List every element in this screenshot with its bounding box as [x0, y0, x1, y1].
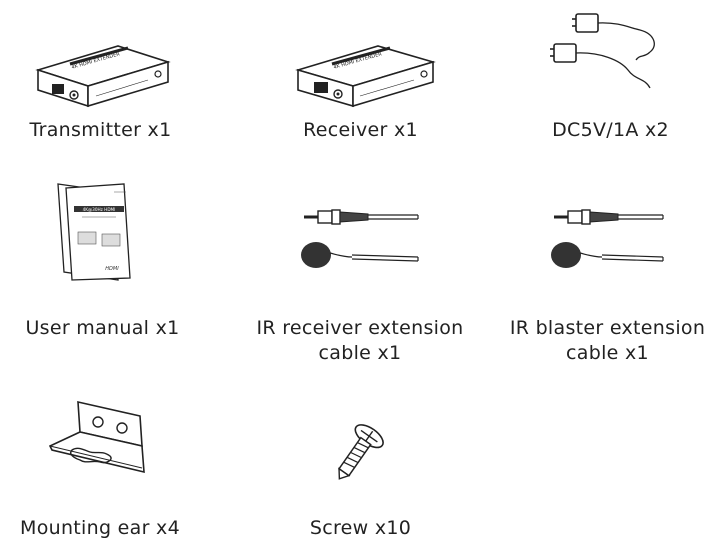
- receiver-caption: Receiver x1: [303, 119, 418, 141]
- power-adapter-icon: [550, 13, 655, 89]
- user-manual-icon: 4K@30Hz HDMI HDMI: [57, 183, 131, 281]
- manual-cover-title: 4K@30Hz HDMI: [83, 207, 116, 212]
- power-adapter-illustration: [540, 8, 680, 98]
- ir-receiver-caption-line1: IR receiver extension: [256, 317, 464, 339]
- power-adapter-caption: DC5V/1A x2: [552, 119, 669, 141]
- ir-blaster-caption-line1: IR blaster extension: [509, 317, 706, 339]
- ir-blaster-caption: IR blaster extension cable x1: [490, 316, 720, 366]
- screw-icon: [337, 424, 384, 480]
- transmitter-caption: Transmitter x1: [29, 119, 172, 141]
- ir-receiver-caption-line2: cable x1: [318, 342, 402, 364]
- transmitter-illustration: 4K HDMI EXTENDER: [18, 40, 183, 110]
- transmitter-icon: 4K HDMI EXTENDER: [35, 45, 171, 108]
- receiver-icon: 4K HDMI EXTENDER: [295, 45, 436, 108]
- ir-receiver-cable-icon: [301, 209, 419, 268]
- screw-illustration: [326, 420, 386, 490]
- manual-cover-brand: HDMI: [105, 266, 119, 272]
- ir-blaster-cable-icon: [551, 209, 664, 268]
- ir-receiver-caption: IR receiver extension cable x1: [240, 316, 480, 366]
- ir-blaster-illustration: [548, 205, 673, 275]
- user-manual-caption: User manual x1: [25, 317, 180, 339]
- mounting-ear-illustration: [44, 398, 156, 480]
- ir-blaster-caption-line2: cable x1: [566, 342, 649, 364]
- user-manual-illustration: 4K@30Hz HDMI HDMI: [52, 180, 142, 285]
- screw-caption: Screw x10: [309, 517, 412, 539]
- receiver-illustration: 4K HDMI EXTENDER: [288, 40, 448, 110]
- mounting-ear-caption: Mounting ear x4: [20, 517, 180, 539]
- mounting-ear-icon: [48, 400, 145, 474]
- ir-receiver-illustration: [298, 205, 423, 275]
